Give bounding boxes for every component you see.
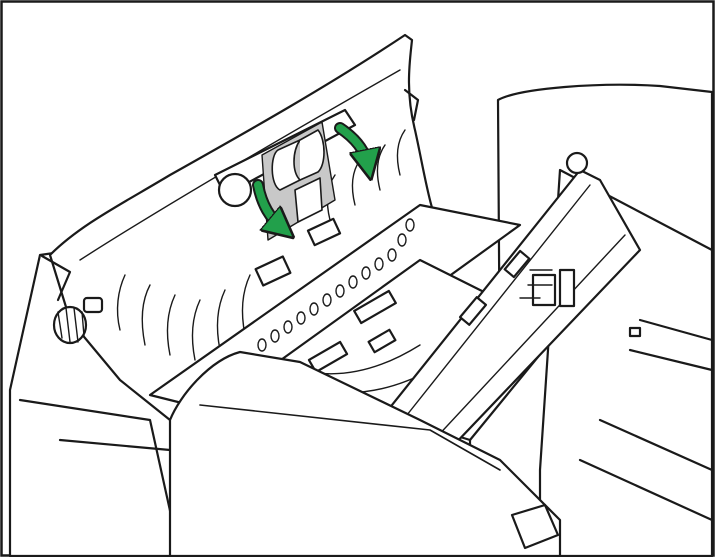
pivot-knob	[217, 172, 253, 208]
feed-roller	[353, 289, 397, 325]
roller-icon	[271, 129, 325, 223]
release-tab	[510, 503, 560, 550]
rail-rollers	[458, 249, 576, 326]
thumb-screw-icon	[52, 296, 104, 345]
front-housing	[168, 350, 562, 557]
guide-holes	[257, 218, 415, 352]
